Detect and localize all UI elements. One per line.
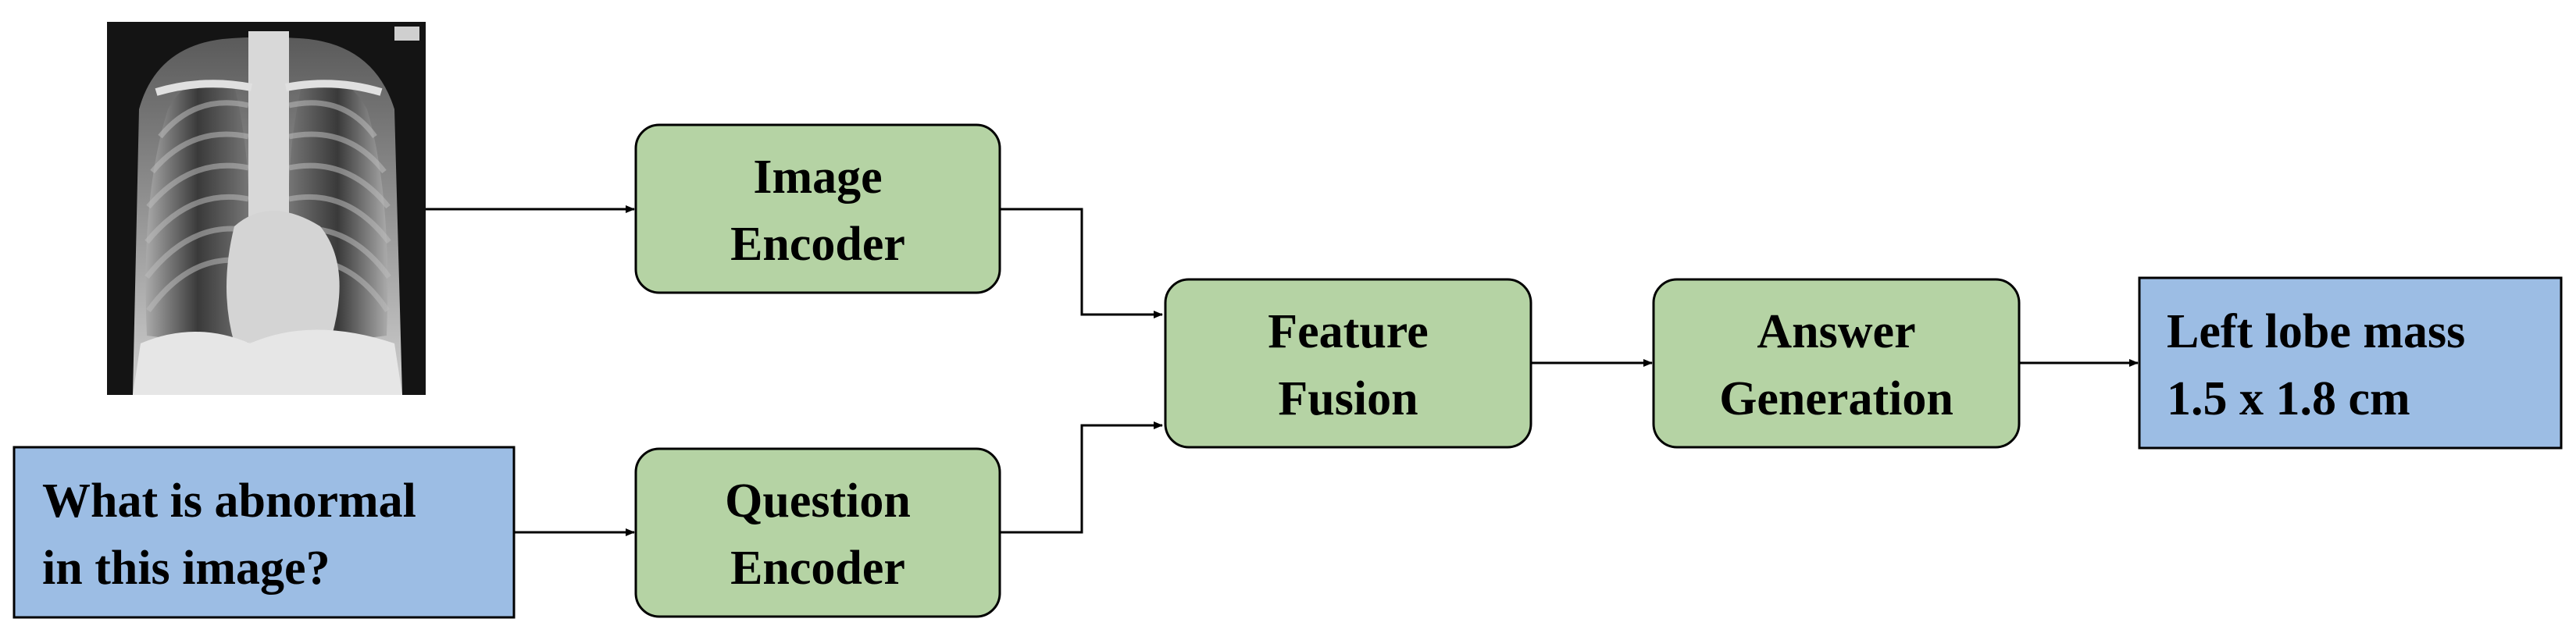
arrow-question-encoder-to-fusion — [1000, 421, 1163, 534]
question-input-line2: in this image? — [42, 542, 330, 595]
question-input-box: What is abnormal in this image? — [12, 446, 516, 619]
question-encoder-line1: Question — [725, 475, 911, 528]
feature-fusion-node: Feature Fusion — [1164, 278, 1532, 449]
question-encoder-line2: Encoder — [730, 542, 905, 595]
image-encoder-line2: Encoder — [730, 218, 905, 271]
image-encoder-line1: Image — [753, 151, 882, 204]
question-encoder-node: Question Encoder — [634, 447, 1001, 618]
feature-fusion-line1: Feature — [1268, 305, 1428, 358]
answer-generation-line1: Answer — [1757, 305, 1915, 358]
connectors — [426, 205, 2139, 536]
answer-generation-line2: Generation — [1719, 372, 1953, 425]
answer-generation-node: Answer Generation — [1652, 278, 2021, 449]
chest-xray-image — [107, 22, 426, 395]
question-input-line1: What is abnormal — [42, 475, 416, 528]
answer-output-line2: 1.5 x 1.8 cm — [2167, 372, 2410, 425]
answer-output-line1: Left lobe mass — [2167, 305, 2465, 358]
image-encoder-node: Image Encoder — [634, 123, 1001, 294]
arrow-image-encoder-to-fusion — [1000, 208, 1163, 318]
answer-output-box: Left lobe mass 1.5 x 1.8 cm — [2138, 276, 2563, 450]
feature-fusion-line2: Fusion — [1278, 372, 1418, 425]
